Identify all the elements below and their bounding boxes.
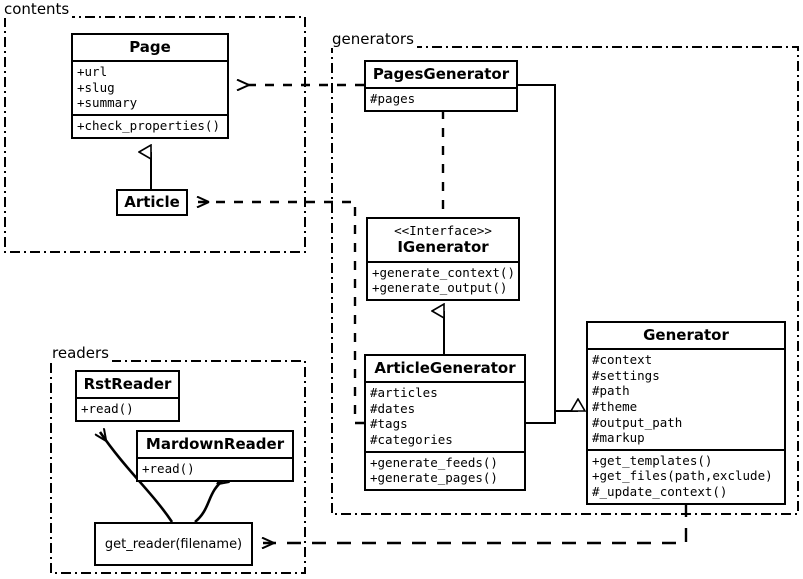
class-rstreader-name: RstReader: [83, 375, 172, 393]
class-articlegenerator[interactable]: ArticleGenerator #articles #dates #tags …: [364, 354, 526, 491]
class-igenerator-title: IGenerator: [397, 237, 489, 256]
attribute: #articles: [370, 385, 438, 400]
package-label-contents: contents: [2, 0, 73, 18]
attribute: +url: [77, 64, 108, 79]
function-node-get-reader[interactable]: get_reader(filename): [94, 522, 253, 566]
class-generator-attributes: #context #settings #path #theme #output_…: [588, 348, 784, 449]
class-page-attributes: +url +slug +summary: [73, 60, 227, 114]
class-page-name: Page: [129, 38, 171, 56]
operation: +generate_pages(): [370, 470, 498, 486]
class-mardownreader-operations: +read(): [138, 457, 292, 480]
class-rstreader[interactable]: RstReader +read(): [75, 370, 180, 422]
attribute: #context: [592, 352, 653, 367]
class-igenerator[interactable]: <<Interface>> IGenerator +generate_conte…: [366, 217, 520, 301]
attribute: +slug: [77, 79, 115, 95]
relation-generator-depends-getreader: [263, 503, 688, 543]
class-article[interactable]: Article: [116, 189, 188, 216]
operation: +read(): [81, 401, 134, 416]
class-pagesgenerator[interactable]: PagesGenerator #pages: [364, 60, 518, 112]
class-article-name: Article: [124, 193, 180, 211]
operation: +check_properties(): [77, 117, 220, 133]
class-generator-name: Generator: [643, 326, 729, 344]
operation: +get_templates(): [592, 452, 713, 468]
package-label-readers: readers: [50, 344, 112, 362]
operation: +generate_output(): [372, 280, 508, 296]
attribute: #pages: [370, 91, 416, 106]
attribute: #categories: [370, 431, 453, 447]
class-mardownreader[interactable]: MardownReader +read(): [136, 430, 294, 482]
class-generator-operations: +get_templates() +get_files(path,exclude…: [588, 448, 784, 503]
class-articlegenerator-operations: +generate_feeds() +generate_pages(): [366, 450, 524, 489]
attribute: #tags: [370, 416, 408, 432]
class-page[interactable]: Page +url +slug +summary +check_properti…: [71, 33, 229, 139]
operation: +get_files(path,exclude): [592, 468, 773, 484]
class-mardownreader-name: MardownReader: [145, 435, 285, 453]
class-page-operations: +check_properties(): [73, 113, 227, 137]
class-generator[interactable]: Generator #context #settings #path #them…: [586, 321, 786, 505]
attribute: +summary: [77, 95, 138, 111]
package-label-generators: generators: [330, 30, 417, 48]
attribute: #output_path: [592, 414, 683, 430]
attribute: #markup: [592, 430, 645, 446]
relation-articlegenerator-depends-article: [198, 202, 364, 425]
class-igenerator-operations: +generate_context() +generate_output(): [368, 260, 518, 299]
class-rstreader-operations: +read(): [77, 397, 178, 420]
relation-generators-inherit-generator: [518, 84, 578, 424]
class-igenerator-name: <<Interface>> IGenerator: [368, 219, 518, 261]
attribute: #path: [592, 383, 630, 399]
class-pagesgenerator-name: PagesGenerator: [372, 65, 510, 83]
class-articlegenerator-attributes: #articles #dates #tags #categories: [366, 381, 524, 451]
operation: #_update_context(): [592, 484, 728, 499]
operation: +read(): [142, 461, 195, 476]
attribute: #theme: [592, 398, 638, 414]
relation-getreader-returns-mardownreader: [194, 478, 226, 524]
attribute: #settings: [592, 367, 660, 383]
class-pagesgenerator-attributes: #pages: [366, 87, 516, 110]
class-articlegenerator-name: ArticleGenerator: [374, 359, 516, 377]
attribute: #dates: [370, 400, 416, 416]
operation: +generate_feeds(): [370, 454, 498, 470]
operation: +generate_context(): [372, 264, 515, 280]
